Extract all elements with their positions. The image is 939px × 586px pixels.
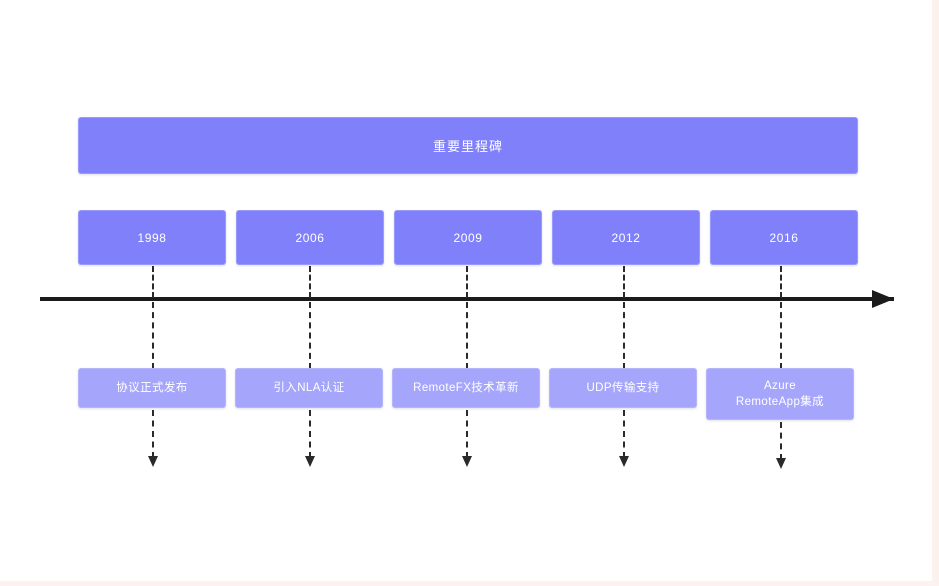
diagram-title-text: 重要里程碑 bbox=[432, 139, 503, 154]
year-box-row: 1998 2006 2009 2012 2016 bbox=[78, 210, 858, 265]
connector-below-axis-2016 bbox=[780, 302, 782, 369]
connector-above-axis-2012 bbox=[623, 266, 625, 298]
year-box-2009[interactable]: 2009 bbox=[394, 210, 542, 265]
connector-below-axis-2009 bbox=[466, 302, 468, 369]
connector-tail-arrow-icon-2012 bbox=[619, 456, 629, 467]
year-label: 2009 bbox=[453, 230, 483, 245]
timeline-axis-arrow-icon bbox=[872, 290, 894, 308]
connector-tail-2016 bbox=[780, 422, 782, 460]
event-label-line-2: RemoteApp集成 bbox=[735, 396, 825, 408]
connector-tail-arrow-icon-1998 bbox=[148, 456, 158, 467]
event-box-1998[interactable]: 协议正式发布 bbox=[78, 368, 226, 408]
diagram-title-banner[interactable]: 重要里程碑 bbox=[78, 117, 858, 174]
connector-tail-2012 bbox=[623, 410, 625, 458]
year-box-2012[interactable]: 2012 bbox=[552, 210, 700, 265]
connector-above-axis-2006 bbox=[309, 266, 311, 298]
year-box-1998[interactable]: 1998 bbox=[78, 210, 226, 265]
connector-above-axis-2009 bbox=[466, 266, 468, 298]
event-box-2016[interactable]: Azure RemoteApp集成 bbox=[706, 368, 854, 420]
event-box-2006[interactable]: 引入NLA认证 bbox=[235, 368, 383, 408]
connector-tail-arrow-icon-2016 bbox=[776, 458, 786, 469]
event-label: 引入NLA认证 bbox=[273, 382, 345, 394]
year-label: 1998 bbox=[137, 230, 167, 245]
connector-below-axis-2006 bbox=[309, 302, 311, 369]
connector-above-axis-2016 bbox=[780, 266, 782, 298]
connector-above-axis-1998 bbox=[152, 266, 154, 298]
connector-tail-arrow-icon-2006 bbox=[305, 456, 315, 467]
year-box-2006[interactable]: 2006 bbox=[236, 210, 384, 265]
event-label: UDP传输支持 bbox=[586, 382, 660, 394]
event-label: 协议正式发布 bbox=[116, 382, 188, 394]
event-label: RemoteFX技术革新 bbox=[413, 382, 519, 394]
timeline-axis-line bbox=[40, 297, 894, 301]
year-label: 2012 bbox=[611, 230, 641, 245]
connector-tail-2006 bbox=[309, 410, 311, 458]
year-label: 2016 bbox=[769, 230, 799, 245]
connector-tail-arrow-icon-2009 bbox=[462, 456, 472, 467]
year-box-2016[interactable]: 2016 bbox=[710, 210, 858, 265]
year-label: 2006 bbox=[295, 230, 325, 245]
connector-below-axis-2012 bbox=[623, 302, 625, 369]
connector-tail-2009 bbox=[466, 410, 468, 458]
event-label: Azure RemoteApp集成 bbox=[732, 378, 828, 410]
connector-below-axis-1998 bbox=[152, 302, 154, 369]
event-box-2012[interactable]: UDP传输支持 bbox=[549, 368, 697, 408]
event-label-line-1: Azure bbox=[763, 380, 797, 392]
connector-tail-1998 bbox=[152, 410, 154, 458]
event-box-2009[interactable]: RemoteFX技术革新 bbox=[392, 368, 540, 408]
